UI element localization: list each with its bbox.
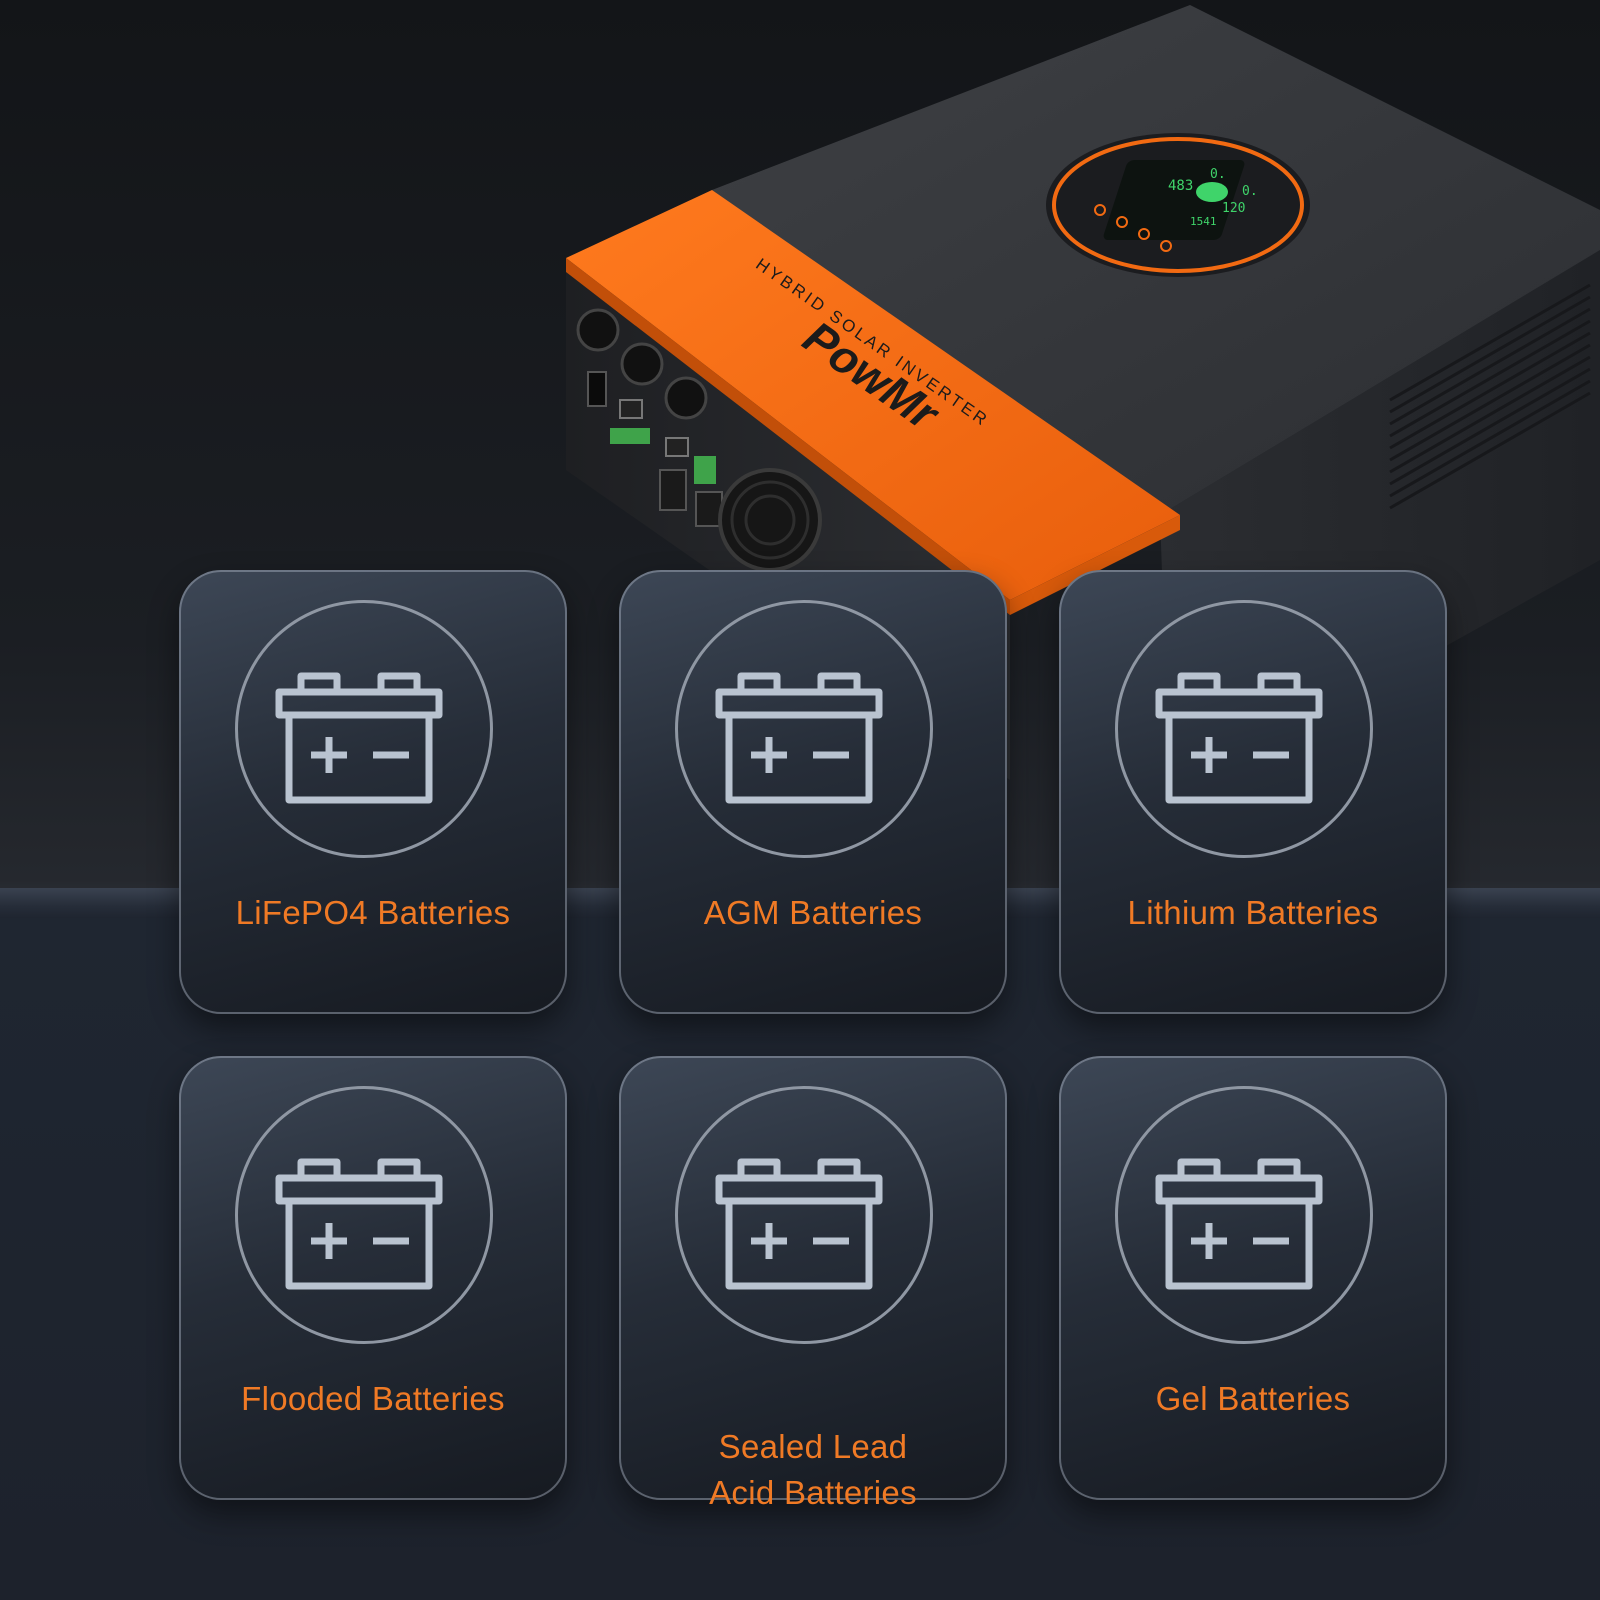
svg-text:0.: 0. xyxy=(1210,167,1226,182)
svg-text:483: 483 xyxy=(1168,178,1193,194)
battery-card-agm: AGM Batteries xyxy=(619,570,1007,1014)
lcd-display: 483 0. 0. 120 1541 xyxy=(1046,133,1310,277)
icon-ring xyxy=(675,600,933,858)
battery-card-lithium: Lithium Batteries xyxy=(1059,570,1447,1014)
icon-ring xyxy=(1115,1086,1373,1344)
battery-icon xyxy=(275,672,443,804)
icon-ring xyxy=(675,1086,933,1344)
battery-type-label: AGM Batteries xyxy=(703,894,923,931)
battery-icon xyxy=(1155,1158,1323,1290)
battery-card-lifepo4: LiFePO4 Batteries xyxy=(179,570,567,1014)
port-panel xyxy=(576,308,822,572)
battery-card-flooded: Flooded Batteries xyxy=(179,1056,567,1500)
vent-grille xyxy=(1389,283,1591,510)
battery-type-label: Flooded Batteries xyxy=(241,1380,505,1417)
icon-ring xyxy=(235,600,493,858)
svg-text:120: 120 xyxy=(1222,201,1245,216)
battery-type-label: LiFePO4 Batteries xyxy=(235,894,511,931)
battery-card-sealed-lead-acid: Sealed Lead Acid Batteries xyxy=(619,1056,1007,1511)
svg-text:0.: 0. xyxy=(1242,184,1258,199)
battery-type-label: Gel Batteries xyxy=(1155,1380,1351,1417)
battery-card-gel: Gel Batteries xyxy=(1059,1056,1447,1500)
inverter-illustration: PowMr HYBRID SOLAR INVERTER 483 0. 0. 12… xyxy=(566,5,1600,800)
icon-ring xyxy=(235,1086,493,1344)
icon-ring xyxy=(1115,600,1373,858)
battery-type-label: Lithium Batteries xyxy=(1127,894,1379,931)
battery-icon xyxy=(715,1158,883,1290)
battery-type-label: Sealed Lead Acid Batteries xyxy=(709,1428,917,1511)
svg-text:1541: 1541 xyxy=(1190,215,1217,228)
battery-icon xyxy=(715,672,883,804)
battery-icon xyxy=(1155,672,1323,804)
battery-icon xyxy=(275,1158,443,1290)
